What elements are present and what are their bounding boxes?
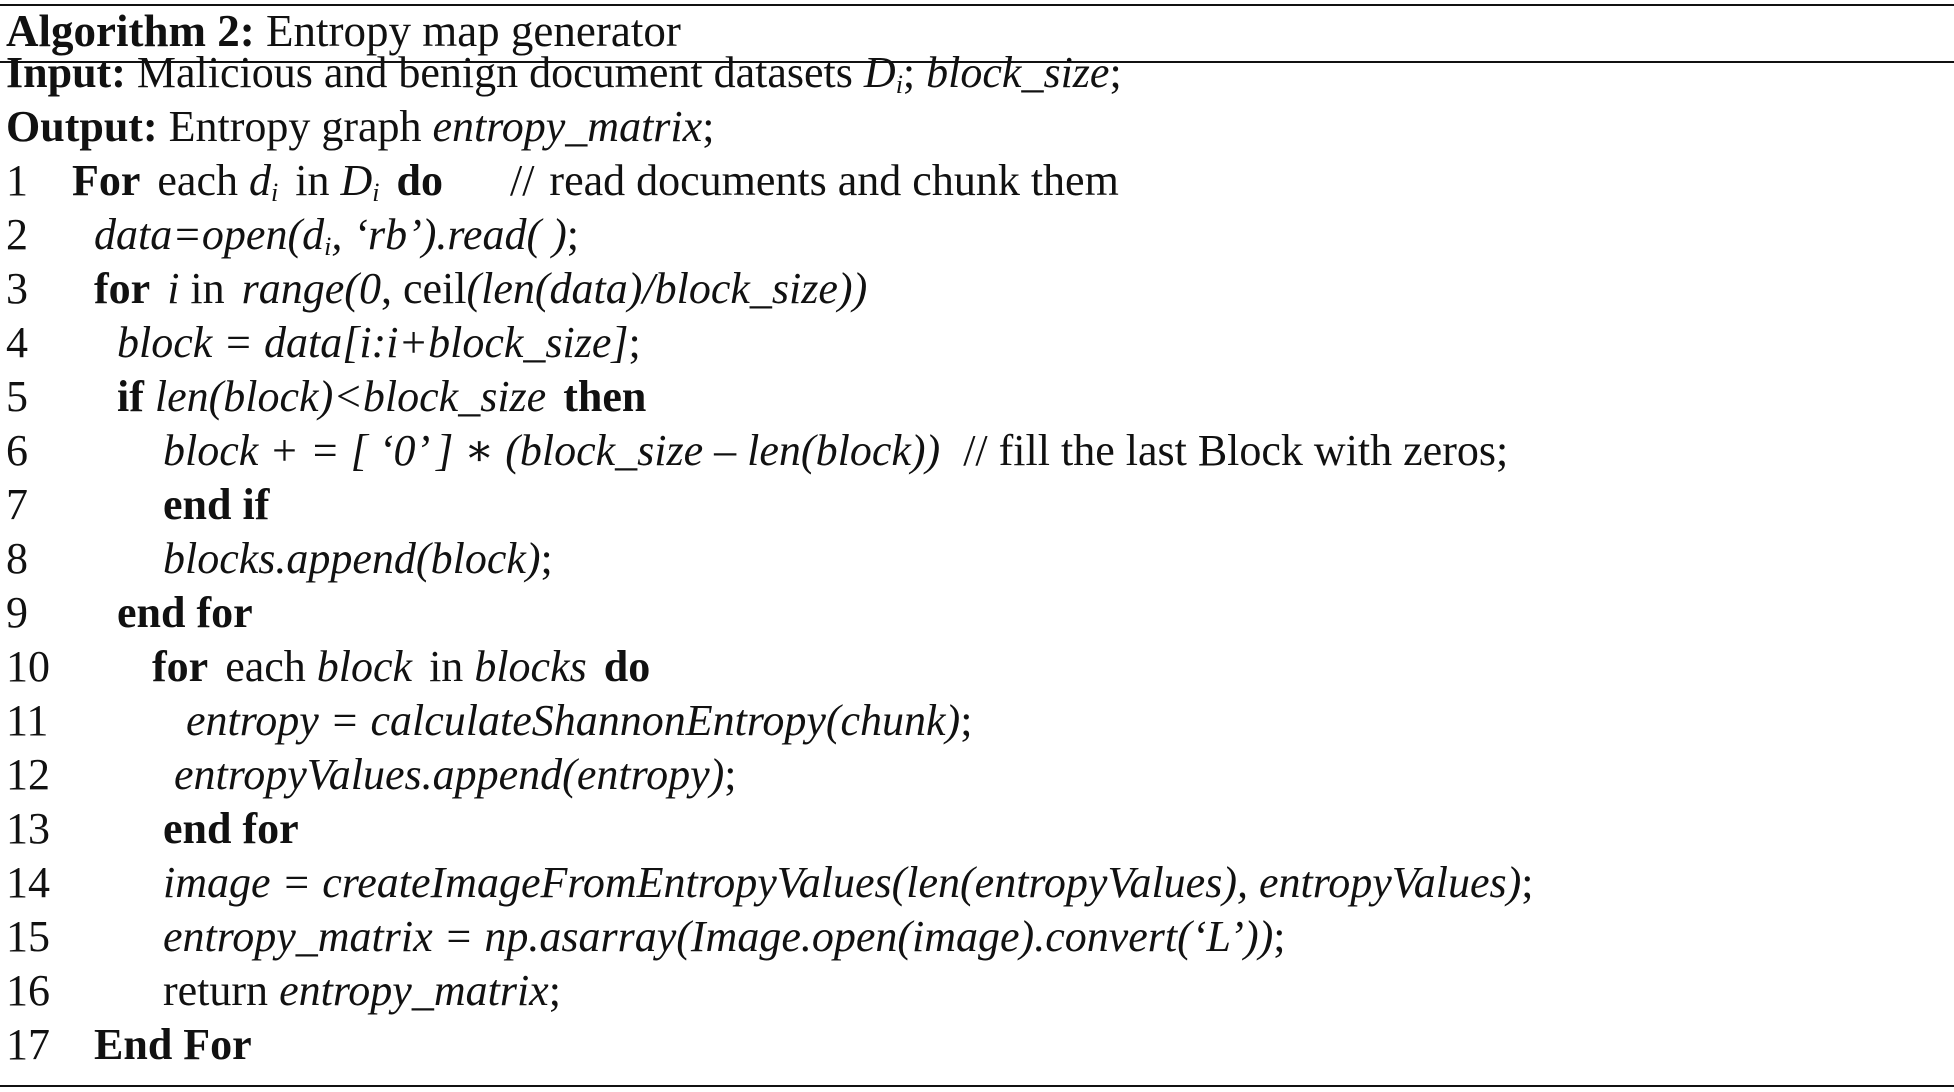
code-end: ; bbox=[548, 966, 561, 1015]
code-post: , ‘rb’).read( ) bbox=[331, 210, 567, 259]
var-D: D bbox=[340, 156, 373, 205]
var-block: block bbox=[316, 642, 413, 691]
keyword-end-for: end for bbox=[117, 588, 253, 637]
line-number: 5 bbox=[6, 372, 28, 421]
word-return: return bbox=[163, 966, 269, 1015]
code-end: ; bbox=[628, 318, 641, 367]
input-sub: i bbox=[895, 70, 903, 99]
code-end: ; bbox=[960, 696, 973, 745]
comment: read documents and chunk them bbox=[549, 156, 1119, 205]
code-range: range(0 bbox=[241, 264, 381, 313]
line-number: 7 bbox=[6, 480, 28, 529]
input-end: ; bbox=[1109, 48, 1122, 97]
var-entropy-matrix: entropy_matrix bbox=[279, 966, 549, 1015]
code: blocks.append(block) bbox=[163, 534, 541, 583]
input-label: Input: bbox=[6, 48, 126, 97]
input-text: Malicious and benign document datasets bbox=[136, 48, 853, 97]
code-end: ; bbox=[724, 750, 737, 799]
keyword-if: if bbox=[117, 372, 144, 421]
output-text: Entropy graph bbox=[168, 102, 422, 151]
line-number: 16 bbox=[6, 966, 50, 1015]
code-end: ; bbox=[540, 534, 553, 583]
line-number: 15 bbox=[6, 912, 50, 961]
keyword-for: for bbox=[94, 264, 151, 313]
line-number: 14 bbox=[6, 858, 50, 907]
code: entropyValues.append(entropy) bbox=[174, 750, 725, 799]
comment-mark: // bbox=[509, 156, 535, 205]
line-number: 8 bbox=[6, 534, 28, 583]
word-each: each bbox=[157, 156, 238, 205]
line-number: 4 bbox=[6, 318, 28, 367]
line-number: 11 bbox=[6, 696, 49, 745]
code: entropy_matrix = np.asarray(Image.open(i… bbox=[163, 912, 1274, 961]
var-i: i bbox=[167, 264, 180, 313]
word-each: each bbox=[225, 642, 306, 691]
keyword-for: for bbox=[152, 642, 209, 691]
line-number: 9 bbox=[6, 588, 28, 637]
line-number: 13 bbox=[6, 804, 50, 853]
code-rest: (len(data)/block_size)) bbox=[466, 264, 868, 313]
line-number: 12 bbox=[6, 750, 50, 799]
code-end: ; bbox=[1273, 912, 1286, 961]
algorithm-label: Algorithm 2: bbox=[6, 6, 255, 56]
line-number: 10 bbox=[6, 642, 50, 691]
var-d: d bbox=[249, 156, 271, 205]
code-pre: data=open(d bbox=[94, 210, 325, 259]
keyword-end-for: End For bbox=[94, 1020, 252, 1069]
line-number: 6 bbox=[6, 426, 28, 475]
line-number: 3 bbox=[6, 264, 28, 313]
input-var: D bbox=[863, 48, 896, 97]
var-blocks: blocks bbox=[474, 642, 587, 691]
output-label: Output: bbox=[6, 102, 158, 151]
word-in: in bbox=[429, 642, 464, 691]
comment: // fill the last Block with zeros; bbox=[963, 426, 1509, 475]
code-sub: i bbox=[324, 232, 332, 261]
code-cond: len(block)<block_size bbox=[154, 372, 547, 421]
keyword-end-if: end if bbox=[163, 480, 270, 529]
var-d-sub: i bbox=[271, 178, 279, 207]
algorithm-caption: Algorithm 2: Entropy map generator bbox=[6, 3, 681, 59]
code: block + = [ ‘0’ ] ∗ (block_size – len(bl… bbox=[163, 426, 941, 475]
bottom-rule bbox=[0, 1085, 1954, 1087]
output-end: ; bbox=[702, 102, 715, 151]
input-sep: ; bbox=[902, 48, 916, 97]
top-rule bbox=[0, 4, 1954, 6]
var-D-sub: i bbox=[372, 178, 380, 207]
code: image = createImageFromEntropyValues(len… bbox=[163, 858, 1522, 907]
input-block-size: block_size bbox=[926, 48, 1110, 97]
keyword-do: do bbox=[603, 642, 651, 691]
caption-rule bbox=[0, 61, 1954, 63]
line-number: 17 bbox=[6, 1020, 50, 1069]
algorithm-title: Entropy map generator bbox=[265, 6, 681, 56]
code: block = data[i:i+block_size] bbox=[117, 318, 629, 367]
code-comma-ceil: , ceil bbox=[380, 264, 467, 313]
keyword-do: do bbox=[396, 156, 443, 205]
line-number: 1 bbox=[6, 156, 28, 205]
keyword-then: then bbox=[563, 372, 647, 421]
line-number: 2 bbox=[6, 210, 28, 259]
keyword-end-for: end for bbox=[163, 804, 299, 853]
output-var: entropy_matrix bbox=[432, 102, 703, 151]
code-end: ; bbox=[566, 210, 579, 259]
code: entropy = calculateShannonEntropy(chunk) bbox=[186, 696, 961, 745]
keyword-for: For bbox=[72, 156, 141, 205]
word-in: in bbox=[295, 156, 330, 205]
word-in: in bbox=[190, 264, 225, 313]
code-end: ; bbox=[1521, 858, 1534, 907]
